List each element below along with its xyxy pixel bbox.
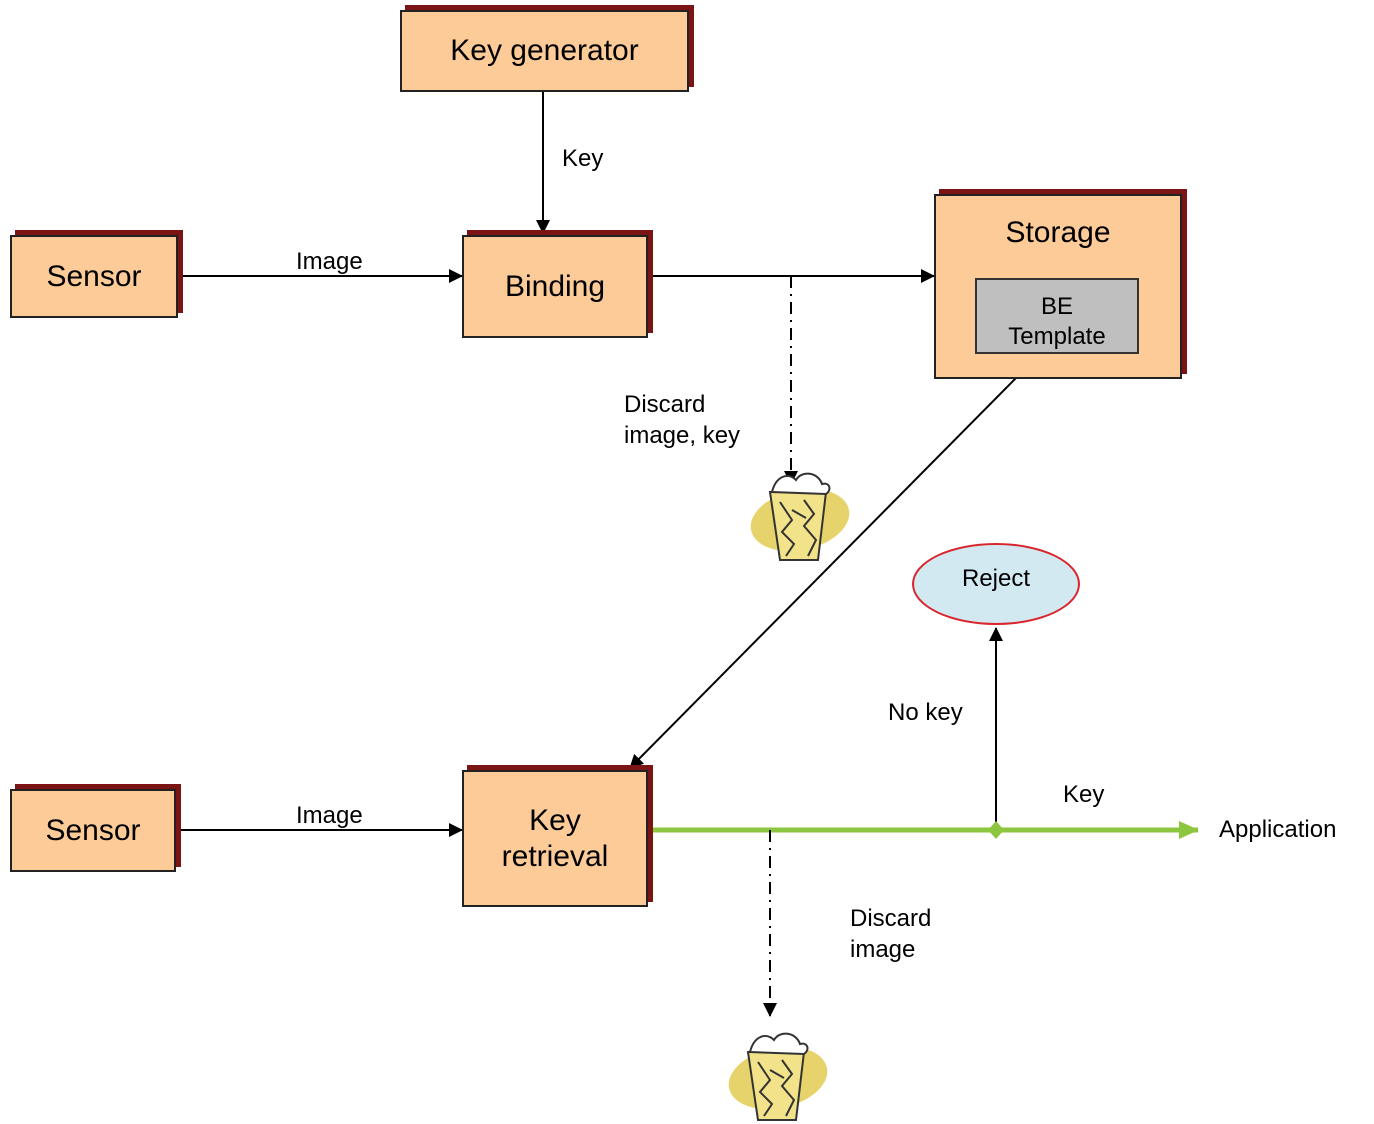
storage-box: Storage BE Template [934, 194, 1182, 379]
trash-bin-icon [750, 472, 850, 561]
reject-node: Reject [912, 543, 1080, 625]
key-generator-label: Key generator [450, 34, 639, 68]
image-bottom-label: Image [296, 802, 363, 829]
reject-label: Reject [961, 565, 1031, 592]
binding-box: Binding [462, 235, 648, 338]
sensor-top-label: Sensor [46, 259, 142, 293]
discard-image-label: Discard image [850, 905, 932, 963]
sensor-bottom-label: Sensor [45, 813, 141, 847]
discard-image-key-label: Discard image, key [624, 391, 741, 449]
key-bottom-label: Key [1063, 781, 1105, 808]
edge-storage-keyretrieval [629, 377, 1017, 769]
trash-bin-icon [728, 1032, 828, 1121]
image-top-label: Image [296, 248, 363, 275]
sensor-bottom-box: Sensor [10, 789, 176, 872]
application-label: Application [1219, 816, 1337, 843]
key-retrieval-box: Key retrieval [462, 770, 648, 907]
no-key-label: No key [888, 699, 963, 726]
be-template-label: BE Template [1008, 293, 1106, 350]
sensor-top-box: Sensor [10, 235, 178, 318]
key-generator-box: Key generator [400, 10, 689, 92]
junction-diamond [988, 821, 1004, 839]
key-top-label: Key [562, 145, 604, 172]
storage-label: Storage [1005, 216, 1111, 249]
binding-label: Binding [504, 269, 606, 303]
be-template-box: BE Template [975, 278, 1139, 354]
key-retrieval-label: Key retrieval [501, 804, 609, 873]
